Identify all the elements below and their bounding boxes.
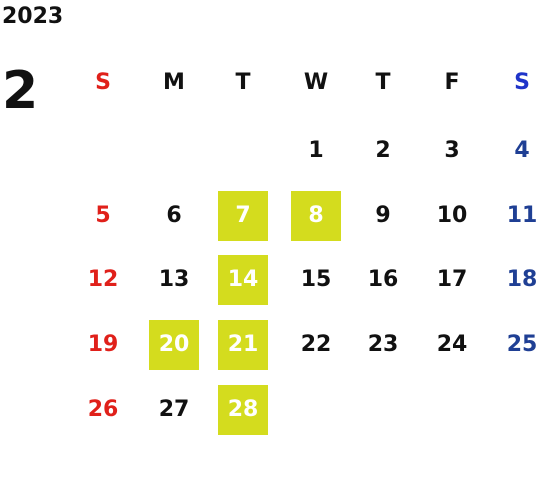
day-cell[interactable]: 22	[300, 332, 332, 357]
week-row: 12 13 14 15 16 17 18	[70, 255, 548, 305]
weekday-header-sun: S	[95, 70, 111, 95]
weekday-header-tue: T	[235, 70, 251, 95]
day-cell[interactable]: 17	[436, 267, 468, 292]
day-cell[interactable]: 8	[291, 191, 341, 241]
weekday-header-thu: T	[375, 70, 391, 95]
day-cell[interactable]: 2	[375, 138, 391, 163]
weekday-header-fri: F	[444, 70, 460, 95]
weekday-header-wed: W	[303, 70, 329, 95]
day-cell[interactable]: 28	[218, 385, 268, 435]
day-cell[interactable]: 25	[506, 332, 538, 357]
day-cell[interactable]: 13	[158, 267, 190, 292]
day-cell[interactable]: 19	[87, 332, 119, 357]
day-cell[interactable]: 9	[375, 203, 391, 228]
day-cell[interactable]: 15	[300, 267, 332, 292]
day-cell[interactable]: 26	[87, 397, 119, 422]
day-cell[interactable]: 11	[506, 203, 538, 228]
day-cell[interactable]: 4	[514, 138, 530, 163]
day-cell[interactable]: 12	[87, 267, 119, 292]
year-label: 2023	[2, 4, 64, 29]
day-cell[interactable]: 14	[218, 255, 268, 305]
day-cell[interactable]: 6	[166, 203, 182, 228]
week-row: 1 2 3 4	[70, 126, 548, 176]
day-cell[interactable]: 16	[367, 267, 399, 292]
day-cell[interactable]: 18	[506, 267, 538, 292]
day-cell[interactable]: 20	[149, 320, 199, 370]
week-row: 26 27 28	[70, 385, 548, 435]
week-row: 19 20 21 22 23 24 25	[70, 320, 548, 370]
month-number: 2	[2, 61, 39, 121]
day-cell[interactable]: 10	[436, 203, 468, 228]
day-cell[interactable]: 5	[95, 203, 111, 228]
weekday-header-sat: S	[514, 70, 530, 95]
day-cell[interactable]: 27	[158, 397, 190, 422]
day-cell[interactable]: 24	[436, 332, 468, 357]
day-cell[interactable]: 1	[308, 138, 324, 163]
day-cell[interactable]: 7	[218, 191, 268, 241]
weekday-header-row: S M T W T F S	[70, 58, 548, 108]
day-cell[interactable]: 23	[367, 332, 399, 357]
day-cell[interactable]: 3	[444, 138, 460, 163]
weekday-header-mon: M	[163, 70, 185, 95]
day-cell[interactable]: 21	[218, 320, 268, 370]
